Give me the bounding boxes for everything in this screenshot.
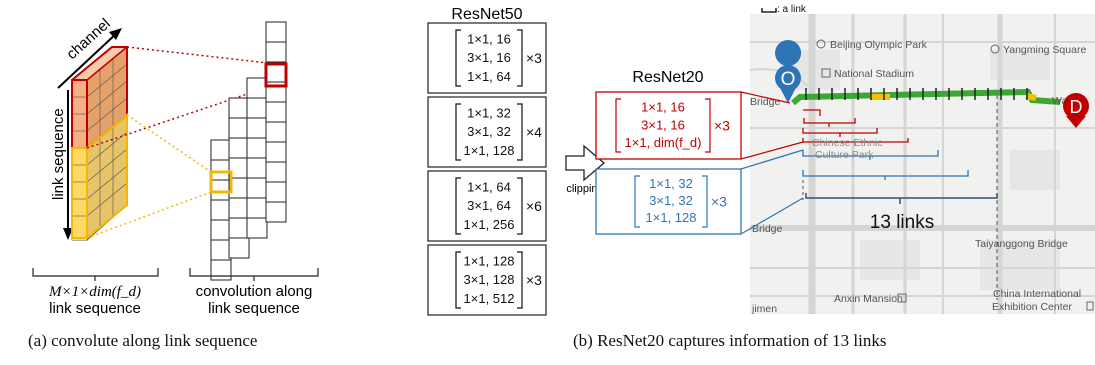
resnet50-block-row: 1×1, 512 — [464, 291, 515, 306]
destination-pin-icon: D — [1063, 93, 1089, 128]
resnet50-block-row: 3×1, 64 — [467, 198, 511, 213]
place-bridge-left-2: Bridge — [752, 223, 783, 235]
conv-label-1: convolution along — [196, 283, 313, 300]
resnet50-blocks: 1×1, 16 3×1, 16 1×1, 64 ×3 1×1, 32 3×1, 32 1×1… — [427, 22, 547, 316]
input-link-seq-label: link sequence — [49, 300, 141, 317]
place-china-international-2: Exhibition Center — [992, 301, 1072, 313]
resnet50-block-row: 1×1, 128 — [464, 143, 515, 158]
resnet20-block-row: 1×1, dim(f_d) — [625, 135, 702, 150]
caption-a: (a) convolute along link sequence — [28, 331, 258, 350]
resnet20-block-multiplier: ×3 — [711, 194, 727, 210]
resnet20-block-row: 1×1, 16 — [641, 100, 685, 115]
resnet20-block-row: 1×1, 128 — [646, 210, 697, 225]
resnet50-block — [427, 22, 547, 94]
map-legend-label: : a link — [777, 4, 807, 15]
origin-pin-icon: O — [775, 40, 802, 103]
mansion-icon — [897, 293, 907, 303]
input-size-label: M×1×dim(f_d) — [48, 284, 141, 300]
resnet50-block-multiplier: ×4 — [526, 124, 542, 140]
resnet20-block — [595, 168, 742, 235]
conv-output-red — [264, 62, 288, 88]
input-tensor — [70, 46, 129, 241]
caption-b: (b) ResNet20 captures information of 13 … — [573, 331, 887, 350]
panel-a: channel link sequence — [32, 15, 319, 317]
resnet50-title: ResNet50 — [451, 6, 522, 23]
links-count-label: 13 links — [870, 212, 934, 233]
place-yangming-square: Yangming Square — [1003, 44, 1086, 56]
place-chinese-ethnic-culture-park-2: Culture Park — [815, 149, 874, 161]
resnet50-block-row: 1×1, 32 — [467, 105, 511, 120]
conv-feature-maps — [210, 21, 287, 281]
place-jimen: jimen — [751, 303, 777, 315]
link-sequence-axis-label: link sequence — [50, 108, 67, 200]
resnet50-block — [427, 96, 547, 168]
stadium-icon — [821, 68, 831, 78]
resnet50-block-row: 3×1, 128 — [464, 272, 515, 287]
resnet20-block-row: 3×1, 32 — [649, 193, 693, 208]
clipping-label: clipping — [566, 183, 603, 195]
origin-label: O — [781, 69, 796, 90]
map-view: 13 links Beijing Olympic Park Yangming S… — [749, 4, 1095, 315]
resnet50-block-multiplier: ×3 — [526, 50, 542, 66]
resnet50-block-row: 1×1, 64 — [467, 179, 511, 194]
resnet50-block — [427, 244, 547, 316]
resnet50-block-row: 1×1, 128 — [464, 253, 515, 268]
place-beijing-olympic-park: Beijing Olympic Park — [830, 39, 928, 51]
resnet20-block-multiplier: ×3 — [714, 118, 730, 134]
place-chinese-ethnic-culture-park-1: Chinese Ethnic — [812, 137, 883, 149]
square-icon — [990, 44, 1000, 54]
resnet50-block-multiplier: ×6 — [526, 198, 542, 214]
resnet50-block-row: 1×1, 64 — [467, 69, 511, 84]
resnet50-block-row: 1×1, 16 — [467, 31, 511, 46]
resnet20-block-row: 1×1, 32 — [649, 176, 693, 191]
resnet20-block — [595, 91, 742, 160]
resnet20-block-row: 3×1, 16 — [641, 117, 685, 132]
panel-b: ResNet50 1×1, 16 3×1, 16 1×1, 64 ×3 1×1, 32 3… — [427, 4, 1095, 316]
resnet50-block-row: 3×1, 16 — [467, 50, 511, 65]
exhibition-icon — [1086, 301, 1094, 311]
destination-label: D — [1070, 97, 1083, 117]
resnet50-block-row: 1×1, 256 — [464, 217, 515, 232]
place-china-international-1: China International — [993, 288, 1081, 300]
map-legend: : a link — [761, 4, 807, 15]
place-taiyanggong-bridge: Taiyanggong Bridge — [975, 238, 1068, 250]
resnet50-block-row: 3×1, 32 — [467, 124, 511, 139]
park-icon — [816, 39, 826, 49]
clipping-arrow: clipping — [565, 144, 606, 195]
resnet50-block — [427, 170, 547, 242]
place-national-stadium: National Stadium — [834, 68, 914, 80]
resnet20-title: ResNet20 — [632, 69, 703, 86]
resnet50-block-multiplier: ×3 — [526, 272, 542, 288]
conv-label-2: link sequence — [208, 300, 300, 317]
conv-output-yellow — [209, 170, 233, 194]
place-anxin-mansion: Anxin Mansion — [834, 293, 903, 305]
resnet20-blocks: 1×1, 16 3×1, 16 1×1, dim(f_d) ×3 1×1, 32 3×1,… — [595, 91, 742, 235]
